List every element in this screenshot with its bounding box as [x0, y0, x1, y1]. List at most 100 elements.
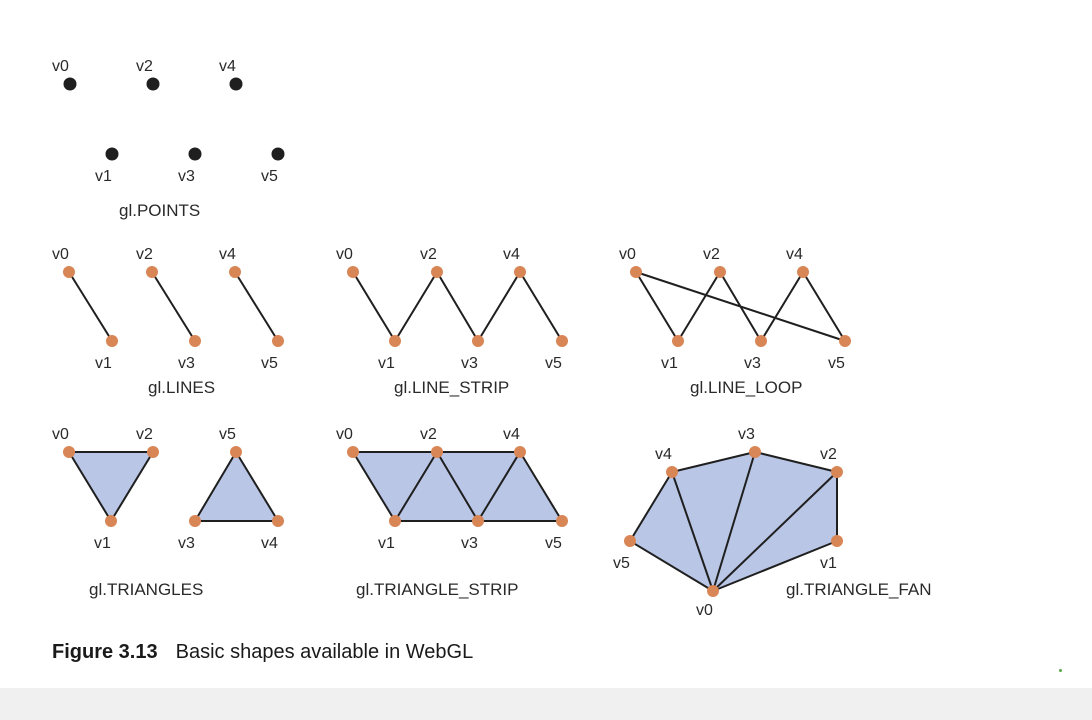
- vertex-label: v0: [696, 602, 713, 619]
- vertex-label: v3: [178, 168, 195, 185]
- vertex-label: v1: [661, 355, 678, 372]
- vertex-label: v4: [219, 246, 236, 263]
- vertex-marker: [189, 515, 201, 527]
- vertex-label: v4: [655, 446, 672, 463]
- vertex-marker: [347, 266, 359, 278]
- vertex-label: v2: [136, 58, 153, 75]
- vertex-marker: [230, 446, 242, 458]
- vertex-label: v0: [52, 426, 69, 443]
- vertex-label: v0: [336, 246, 353, 263]
- vertex-marker: [389, 335, 401, 347]
- bottom-band: [0, 688, 1092, 720]
- figure-caption-text: Basic shapes available in WebGL: [175, 641, 474, 663]
- line-segment: [151, 271, 196, 342]
- vertex-label: v0: [52, 58, 69, 75]
- vertex-label: v4: [786, 246, 803, 263]
- vertex-marker: [672, 335, 684, 347]
- vertex-label: v2: [420, 246, 437, 263]
- panel-title: gl.TRIANGLE_STRIP: [356, 580, 519, 599]
- vertex-label: v4: [261, 535, 278, 552]
- vertex-marker: [831, 466, 843, 478]
- vertex-label: v5: [828, 355, 845, 372]
- vertex-label: v5: [219, 426, 236, 443]
- vertex-marker: [431, 446, 443, 458]
- vertex-marker: [147, 446, 159, 458]
- vertex-marker: [755, 335, 767, 347]
- vertex-marker: [472, 515, 484, 527]
- vertex-marker: [106, 335, 118, 347]
- vertex-label: v0: [52, 246, 69, 263]
- vertex-marker: [272, 335, 284, 347]
- vertex-marker: [146, 266, 158, 278]
- vertex-marker: [105, 515, 117, 527]
- panel-title: gl.POINTS: [119, 201, 200, 220]
- panel-triangle-fan: v0 v1 v2 v3 v4 v5 gl.TRIANGLE_FAN: [613, 426, 932, 619]
- point-vertex: [63, 77, 77, 91]
- point-vertex: [188, 147, 202, 161]
- line-loop-path: [635, 271, 846, 342]
- point-vertex: [105, 147, 119, 161]
- vertex-label: v2: [136, 246, 153, 263]
- vertex-label: v5: [545, 535, 562, 552]
- panel-points: v0 v1 v2 v3 v4 v5 gl.POINTS: [52, 58, 285, 220]
- fan-edge: [712, 471, 838, 592]
- vertex-label: v1: [95, 168, 112, 185]
- vertex-marker: [63, 446, 75, 458]
- vertex-label: v0: [619, 246, 636, 263]
- vertex-marker: [831, 535, 843, 547]
- vertex-marker: [389, 515, 401, 527]
- panel-title: gl.TRIANGLE_FAN: [786, 580, 932, 599]
- vertex-label: v1: [378, 535, 395, 552]
- fan-edge: [712, 451, 756, 592]
- vertex-label: v4: [219, 58, 236, 75]
- vertex-marker: [749, 446, 761, 458]
- webgl-primitives-diagram: v0 v1 v2 v3 v4 v5 gl.POINTS v0 v1 v2 v3 …: [52, 58, 932, 619]
- vertex-marker: [666, 466, 678, 478]
- panel-triangle-strip: v0 v1 v2 v3 v4 v5 gl.TRIANGLE_STRIP: [336, 426, 568, 599]
- vertex-label: v5: [545, 355, 562, 372]
- vertex-marker: [431, 266, 443, 278]
- vertex-marker: [514, 266, 526, 278]
- vertex-label: v2: [420, 426, 437, 443]
- vertex-marker: [556, 335, 568, 347]
- panel-line-loop: v0 v1 v2 v3 v4 v5 gl.LINE_LOOP: [619, 246, 851, 397]
- panel-title: gl.LINE_STRIP: [394, 378, 509, 397]
- vertex-label: v3: [178, 535, 195, 552]
- vertex-label: v4: [503, 246, 520, 263]
- figure-caption: Figure 3.13 Basic shapes available in Web…: [52, 641, 473, 664]
- vertex-label: v1: [94, 535, 111, 552]
- vertex-label: v2: [820, 446, 837, 463]
- vertex-label: v5: [261, 355, 278, 372]
- vertex-label: v1: [378, 355, 395, 372]
- vertex-label: v3: [461, 535, 478, 552]
- vertex-marker: [839, 335, 851, 347]
- vertex-marker: [797, 266, 809, 278]
- point-vertex: [271, 147, 285, 161]
- vertex-label: v2: [703, 246, 720, 263]
- triangle-face: [68, 451, 154, 522]
- vertex-marker: [189, 335, 201, 347]
- vertex-marker: [714, 266, 726, 278]
- vertex-label: v5: [613, 555, 630, 572]
- panel-title: gl.LINE_LOOP: [690, 378, 802, 397]
- point-vertex: [146, 77, 160, 91]
- vertex-marker: [624, 535, 636, 547]
- vertex-marker: [556, 515, 568, 527]
- vertex-label: v2: [136, 426, 153, 443]
- panel-title: gl.TRIANGLES: [89, 580, 203, 599]
- triangle-face: [194, 451, 279, 522]
- triangle-strip-edges: [394, 451, 521, 522]
- line-strip-path: [352, 271, 563, 342]
- vertex-label: v1: [95, 355, 112, 372]
- vertex-label: v3: [461, 355, 478, 372]
- vertex-marker: [630, 266, 642, 278]
- vertex-marker: [472, 335, 484, 347]
- panel-title: gl.LINES: [148, 378, 215, 397]
- figure-number: Figure 3.13: [52, 641, 158, 663]
- vertex-label: v3: [738, 426, 755, 443]
- vertex-marker: [347, 446, 359, 458]
- vertex-label: v5: [261, 168, 278, 185]
- fan-edge: [671, 471, 714, 592]
- vertex-label: v4: [503, 426, 520, 443]
- line-segment: [234, 271, 279, 342]
